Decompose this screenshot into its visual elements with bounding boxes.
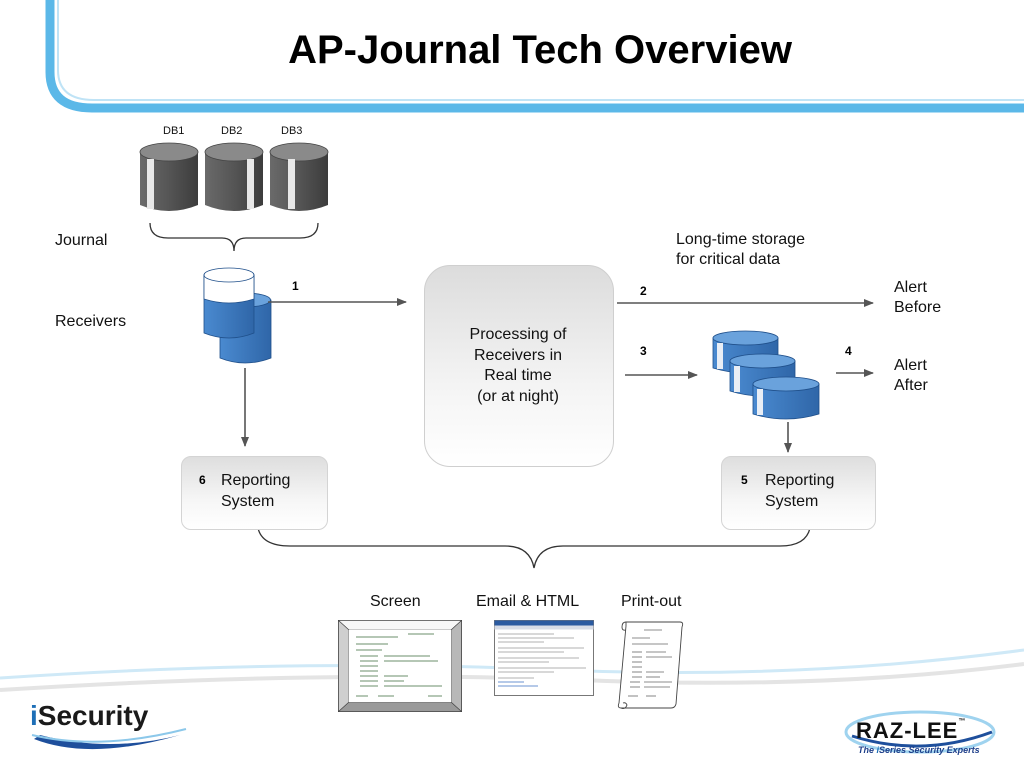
printout-thumbnail-icon: [617, 621, 684, 710]
db1-cylinder-icon: [139, 142, 199, 211]
processing-box: [424, 265, 614, 467]
email-thumbnail-icon: [494, 620, 594, 696]
output-printout-label: Print-out: [621, 593, 682, 610]
storage-cylinders-icon: [712, 330, 820, 420]
reporting-system-left: [181, 456, 328, 530]
raz-lee-tagline: The iSeries Security Experts: [858, 745, 980, 755]
processing-text: Processing of Receivers in Real time (or…: [469, 326, 567, 405]
step-5-number: 5: [741, 473, 748, 487]
database-cylinders: [139, 142, 329, 252]
alert-after-label: Alert After: [894, 357, 928, 394]
db2-label: DB2: [221, 125, 243, 137]
db3-cylinder-icon: [269, 142, 329, 211]
step-3-number: 3: [640, 344, 647, 358]
db1-label: DB1: [163, 125, 185, 137]
output-screen-label: Screen: [370, 593, 421, 610]
raz-lee-logo: RAZ-LEE™: [856, 718, 967, 743]
receivers-label: Receivers: [55, 313, 127, 330]
raz-lee-logo-swoosh-icon: [844, 710, 996, 754]
isecurity-logo-swoosh-icon: [31, 728, 187, 750]
alert-before-label: Alert Before: [894, 279, 942, 316]
step-1-number: 1: [292, 279, 299, 293]
page-title: AP-Journal Tech Overview: [288, 28, 792, 72]
title-frame: [45, 0, 1024, 113]
step-2-number: 2: [640, 284, 647, 298]
journal-label: Journal: [55, 232, 108, 249]
step-4-number: 4: [845, 344, 852, 358]
isecurity-logo: iSecurity: [30, 700, 149, 731]
screen-thumbnail-icon: [338, 620, 462, 712]
db2-cylinder-icon: [204, 142, 264, 211]
reporting-left-text: Reporting System: [221, 472, 291, 510]
reporting-system-right: [721, 456, 876, 530]
db3-label: DB3: [281, 125, 303, 137]
receivers-cylinders-icon: [203, 267, 272, 364]
reporting-right-text: Reporting System: [765, 472, 835, 510]
output-email-label: Email & HTML: [476, 593, 580, 610]
long-time-storage-label: Long-time storage for critical data: [676, 231, 805, 268]
reporting-brace: [257, 527, 811, 569]
step-6-number: 6: [199, 473, 206, 487]
